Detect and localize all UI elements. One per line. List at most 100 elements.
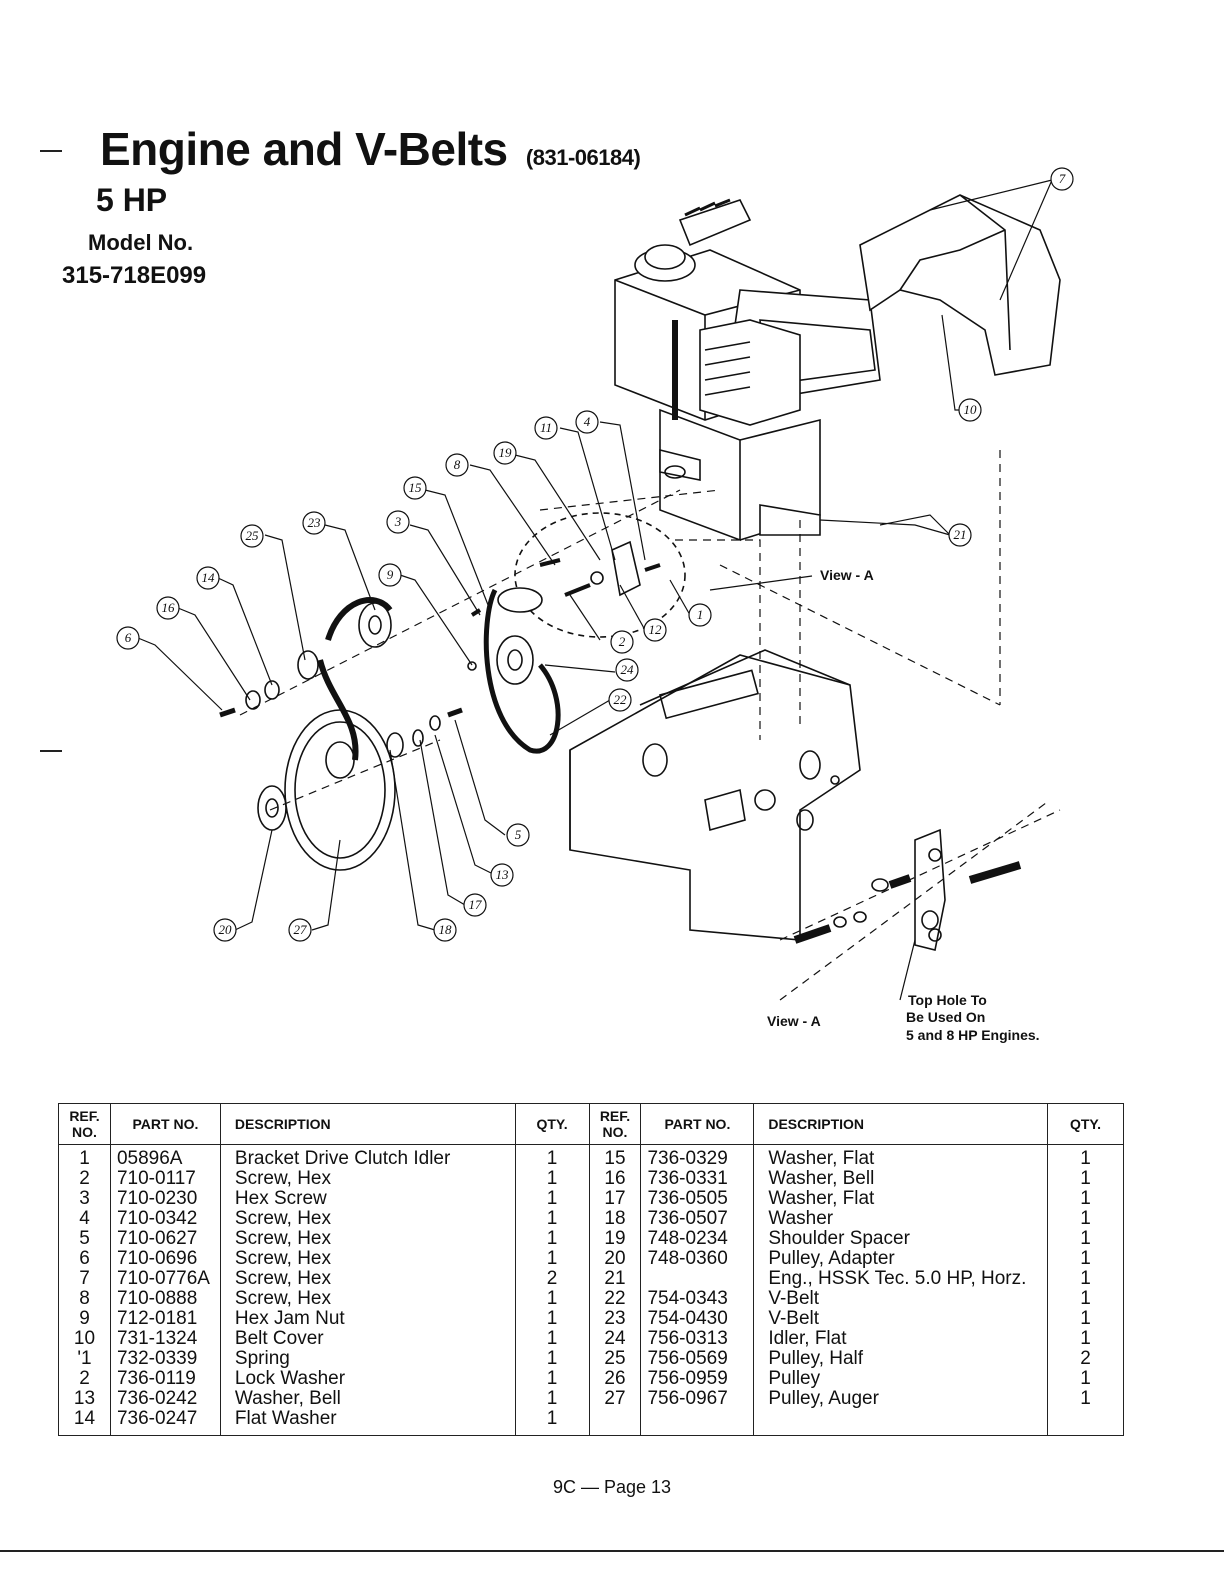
table-cell-qty2: 1 (1047, 1329, 1124, 1349)
table-cell-part2 (640, 1409, 754, 1436)
table-cell-desc2: V-Belt (753, 1289, 1048, 1309)
table-cell-qty2: 1 (1047, 1369, 1124, 1389)
table-cell-part: 710-0627 (109, 1229, 221, 1249)
table-cell-part: 710-0230 (109, 1189, 221, 1209)
callout-3: 3 (394, 514, 402, 529)
page-title: Engine and V-Belts (831-06184) (100, 122, 641, 176)
table-cell-ref: 7 (58, 1269, 111, 1289)
table-cell-part2: 754-0343 (640, 1289, 754, 1309)
table-cell-desc: Screw, Hex (219, 1289, 516, 1309)
table-cell-desc2: Washer, Flat (753, 1189, 1048, 1209)
table-cell-desc: Washer, Bell (219, 1389, 516, 1409)
table-cell-part: 736-0242 (109, 1389, 221, 1409)
table-cell-qty: 1 (514, 1169, 589, 1189)
table-cell-qty2: 1 (1047, 1289, 1124, 1309)
callout-8: 8 (454, 457, 461, 472)
callout-10: 10 (964, 402, 978, 417)
table-cell-ref: 8 (58, 1289, 111, 1309)
table-cell-desc: Screw, Hex (219, 1169, 516, 1189)
model-number: 315-718E099 (62, 262, 207, 289)
table-cell-part2: 736-0505 (640, 1189, 754, 1209)
header-description: DESCRIPTION (219, 1103, 516, 1145)
table-cell-desc2: Pulley, Adapter (753, 1249, 1048, 1269)
callout-21: 21 (954, 527, 967, 542)
title-part-number: (831-06184) (525, 145, 641, 170)
callout-5: 5 (515, 827, 522, 842)
table-cell-ref: '1 (58, 1349, 111, 1369)
callout-25: 25 (246, 528, 260, 543)
table-cell-ref: 9 (58, 1309, 111, 1329)
table-cell-desc: Screw, Hex (219, 1229, 516, 1249)
table-cell-ref: 5 (58, 1229, 111, 1249)
callout-24: 24 (621, 662, 635, 677)
view-a-label-bottom: View - A (767, 1013, 821, 1029)
table-cell-qty2: 1 (1047, 1309, 1124, 1329)
header-part-2: PART NO. (640, 1103, 755, 1145)
callout-14: 14 (202, 570, 216, 585)
table-cell-ref2: 24 (588, 1329, 641, 1349)
table-cell-qty: 1 (514, 1229, 589, 1249)
model-label: Model No. (88, 230, 194, 255)
margin-mark (40, 750, 62, 752)
table-cell-ref2: 20 (588, 1249, 641, 1269)
table-cell-desc2: Eng., HSSK Tec. 5.0 HP, Horz. (753, 1269, 1048, 1289)
engine-illustration (614, 198, 881, 542)
callout-19: 19 (499, 445, 513, 460)
table-cell-ref: 6 (58, 1249, 111, 1269)
table-cell-ref2: 18 (588, 1209, 641, 1229)
table-cell-ref: 2 (58, 1369, 111, 1389)
table-cell-desc: Hex Jam Nut (219, 1309, 516, 1329)
note-line-1: Top Hole To (908, 992, 987, 1008)
view-a-inset-illustration (793, 828, 1022, 951)
table-cell-ref2: 19 (588, 1229, 641, 1249)
parts-table: REF. NO. PART NO. DESCRIPTION QTY. REF. … (58, 1103, 1124, 1436)
table-cell-part: 710-0117 (109, 1169, 221, 1189)
table-cell-desc2: V-Belt (753, 1309, 1048, 1329)
page-number: 9C — Page 13 (552, 1477, 672, 1497)
table-cell-part2: 756-0313 (640, 1329, 754, 1349)
table-cell-desc2 (753, 1409, 1048, 1436)
callout-17: 17 (469, 897, 483, 912)
table-cell-qty: 1 (514, 1329, 589, 1349)
callout-11: 11 (540, 420, 552, 435)
header-ref: REF. NO. (58, 1103, 111, 1145)
table-cell-qty2: 2 (1047, 1349, 1124, 1369)
table-cell-ref2: 15 (588, 1144, 641, 1169)
footer-rule (0, 1550, 1224, 1552)
table-cell-qty: 1 (514, 1209, 589, 1229)
table-cell-ref2: 17 (588, 1189, 641, 1209)
table-cell-ref: 1 (58, 1144, 111, 1169)
table-cell-ref: 13 (58, 1389, 111, 1409)
table-cell-part2: 736-0329 (640, 1144, 754, 1169)
table-cell-desc2: Pulley, Half (753, 1349, 1048, 1369)
table-cell-qty2: 1 (1047, 1389, 1124, 1409)
table-cell-ref2: 16 (588, 1169, 641, 1189)
table-cell-ref: 3 (58, 1189, 111, 1209)
table-cell-desc: Flat Washer (219, 1409, 516, 1436)
table-cell-part2: 756-0959 (640, 1369, 754, 1389)
table-cell-part2: 748-0234 (640, 1229, 754, 1249)
header-qty: QTY. (514, 1103, 590, 1145)
callout-18: 18 (439, 922, 453, 937)
title-text: Engine and V-Belts (100, 123, 508, 175)
table-cell-ref: 10 (58, 1329, 111, 1349)
table-cell-desc2: Washer, Flat (753, 1144, 1048, 1169)
header-part: PART NO. (109, 1103, 221, 1145)
view-a-label: View - A (820, 567, 874, 583)
table-cell-part: 736-0247 (109, 1409, 221, 1436)
callout-22: 22 (614, 692, 628, 707)
horsepower-label: 5 HP (96, 182, 168, 218)
table-cell-qty: 1 (514, 1409, 589, 1436)
belt-cover-illustration (859, 194, 1061, 376)
table-cell-ref2: 27 (588, 1389, 641, 1409)
table-cell-qty: 1 (514, 1369, 589, 1389)
table-cell-part2: 748-0360 (640, 1249, 754, 1269)
